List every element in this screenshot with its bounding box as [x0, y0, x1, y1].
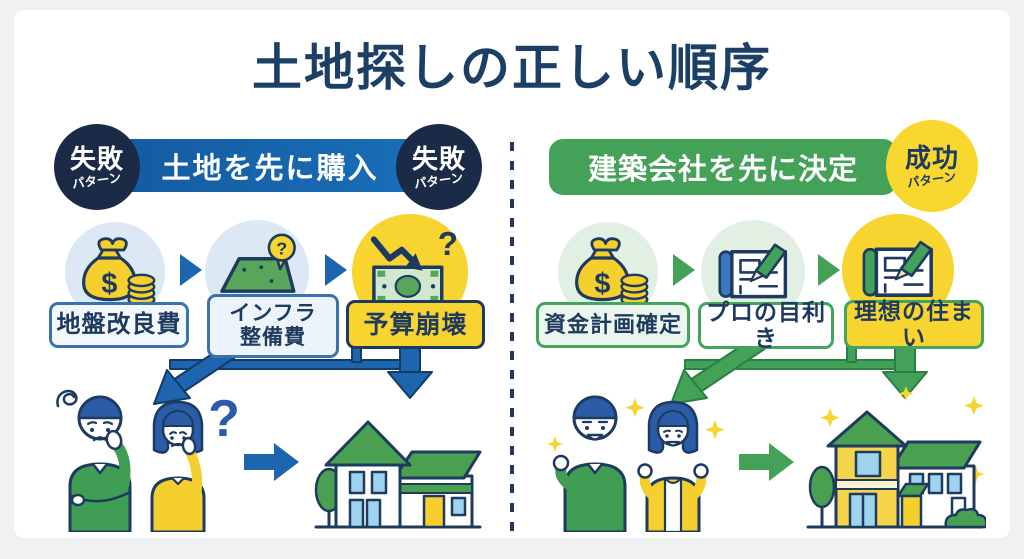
question-badge-icon: [267, 233, 296, 271]
stress-squiggle-icon: [56, 389, 78, 408]
success-banner: 建築会社を先に決定: [549, 139, 897, 195]
happy-couple-illustration: [547, 395, 725, 532]
success-pattern-badge: 成功 パターン: [886, 120, 978, 212]
badge-text-line1: 失敗: [411, 144, 466, 175]
tree-icon: [808, 465, 836, 529]
right-arrow-icon: [739, 443, 794, 481]
bush-icon: [944, 507, 986, 529]
badge-text-line2: パターン: [413, 170, 465, 191]
step-label-funding-plan: 資金計画確定: [536, 302, 690, 348]
question-mark: ?: [438, 230, 458, 263]
question-mark: ?: [208, 390, 240, 448]
step-label-infrastructure: インフラ 整備費: [207, 294, 339, 358]
step-label-budget-crash: 予算崩壊: [346, 300, 485, 349]
failure-pattern-badge-left: 失敗 パターン: [54, 124, 140, 210]
money-bag-coins-icon: $: [82, 237, 156, 307]
sparkle-icon: [820, 386, 985, 483]
happy-man: [552, 395, 627, 532]
step-label-land-cost: 地盤改良費: [49, 302, 189, 348]
step-circle-pro-eye: [701, 220, 805, 324]
sparkle-icon: [547, 398, 725, 452]
failure-banner: 土地を先に購入: [95, 139, 445, 192]
question-mark: ?: [276, 238, 287, 258]
step-circle-land-cost: $: [65, 222, 165, 322]
success-banner-label: 建築会社を先に決定: [587, 154, 858, 186]
failure-banner-label: 土地を先に購入: [161, 152, 379, 185]
worried-couple-illustration: ?: [56, 389, 240, 532]
step-label-ideal-home: 理想の住まい: [844, 298, 984, 349]
failure-pattern-badge-right: 失敗 パターン: [396, 124, 482, 210]
badge-text-line2: パターン: [71, 170, 123, 191]
success-connector-arrows: [670, 336, 928, 405]
worried-man: [68, 395, 132, 532]
land-plot-question-icon: ?: [220, 233, 296, 293]
page-title: 土地探しの正しい順序: [252, 40, 772, 96]
house-illustration-plain: [314, 420, 482, 529]
house-illustration-ideal: [806, 386, 986, 529]
badge-text-line1: 成功: [904, 143, 959, 174]
budget-crash-icon: ?: [370, 230, 458, 308]
divider-line: [510, 142, 514, 532]
happy-woman: [637, 400, 709, 532]
right-arrow-icon: [244, 443, 299, 481]
blueprint-pencil-icon: [718, 243, 788, 299]
worried-woman: [150, 400, 206, 532]
badge-text-line1: 失敗: [69, 144, 124, 175]
dollar-sign: $: [594, 268, 610, 300]
step-label-pro-eye: プロの目利き: [698, 299, 834, 350]
money-bag-coins-icon: $: [575, 237, 649, 307]
badge-text-line2: パターン: [906, 169, 958, 190]
dollar-sign: $: [101, 268, 117, 300]
blueprint-pencil-icon: [862, 240, 933, 297]
